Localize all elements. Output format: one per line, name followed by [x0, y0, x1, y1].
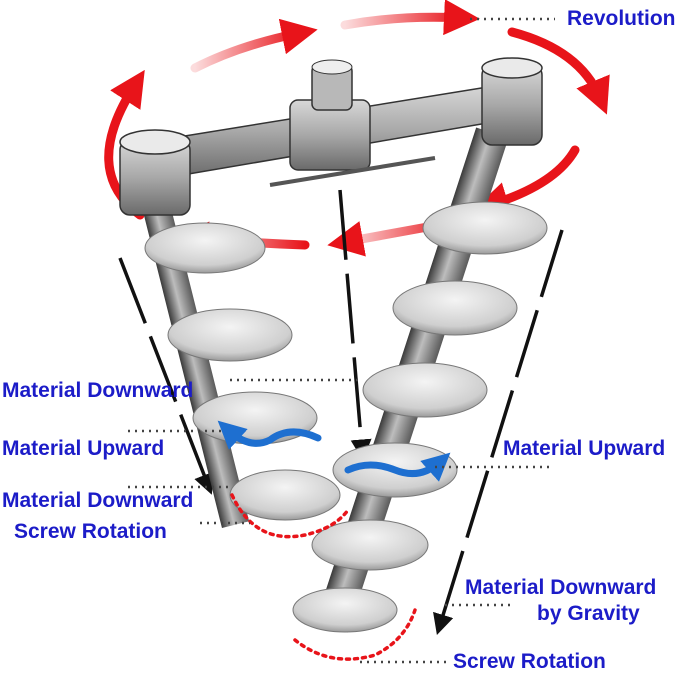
label-left-material-upward: Material Upward [2, 437, 165, 460]
screw-rotation-arcs [230, 493, 417, 661]
revolution-arrow-top-left [190, 18, 318, 73]
label-revolution: Revolution [567, 7, 676, 30]
flow-guide-lines [118, 189, 564, 636]
right-rotation-arc [293, 608, 417, 661]
revolution-arrow-top-right [340, 0, 480, 36]
label-left-screw-rotation: Screw Rotation [14, 520, 167, 543]
label-right-material-upward: Material Upward [503, 437, 666, 460]
label-left-material-downward: Material Downward [2, 379, 194, 402]
leader-lines [128, 17, 555, 664]
revolution-arrow-right-lower [472, 145, 580, 217]
left-upward-arrow [217, 420, 322, 450]
material-flow-arrows [217, 420, 451, 482]
label-right-material-downward-line2: by Gravity [537, 602, 640, 625]
right-upward-arrow [344, 452, 451, 482]
drive-arm [119, 57, 543, 216]
right-screw [292, 127, 548, 633]
left-screw [134, 171, 341, 529]
left-rotation-arc [230, 493, 350, 539]
label-right-material-downward-line1: Material Downward [465, 576, 657, 599]
label-left-material-downward-2: Material Downward [2, 489, 194, 512]
label-right-screw-rotation: Screw Rotation [453, 650, 606, 673]
revolution-arrow-right [507, 27, 610, 115]
